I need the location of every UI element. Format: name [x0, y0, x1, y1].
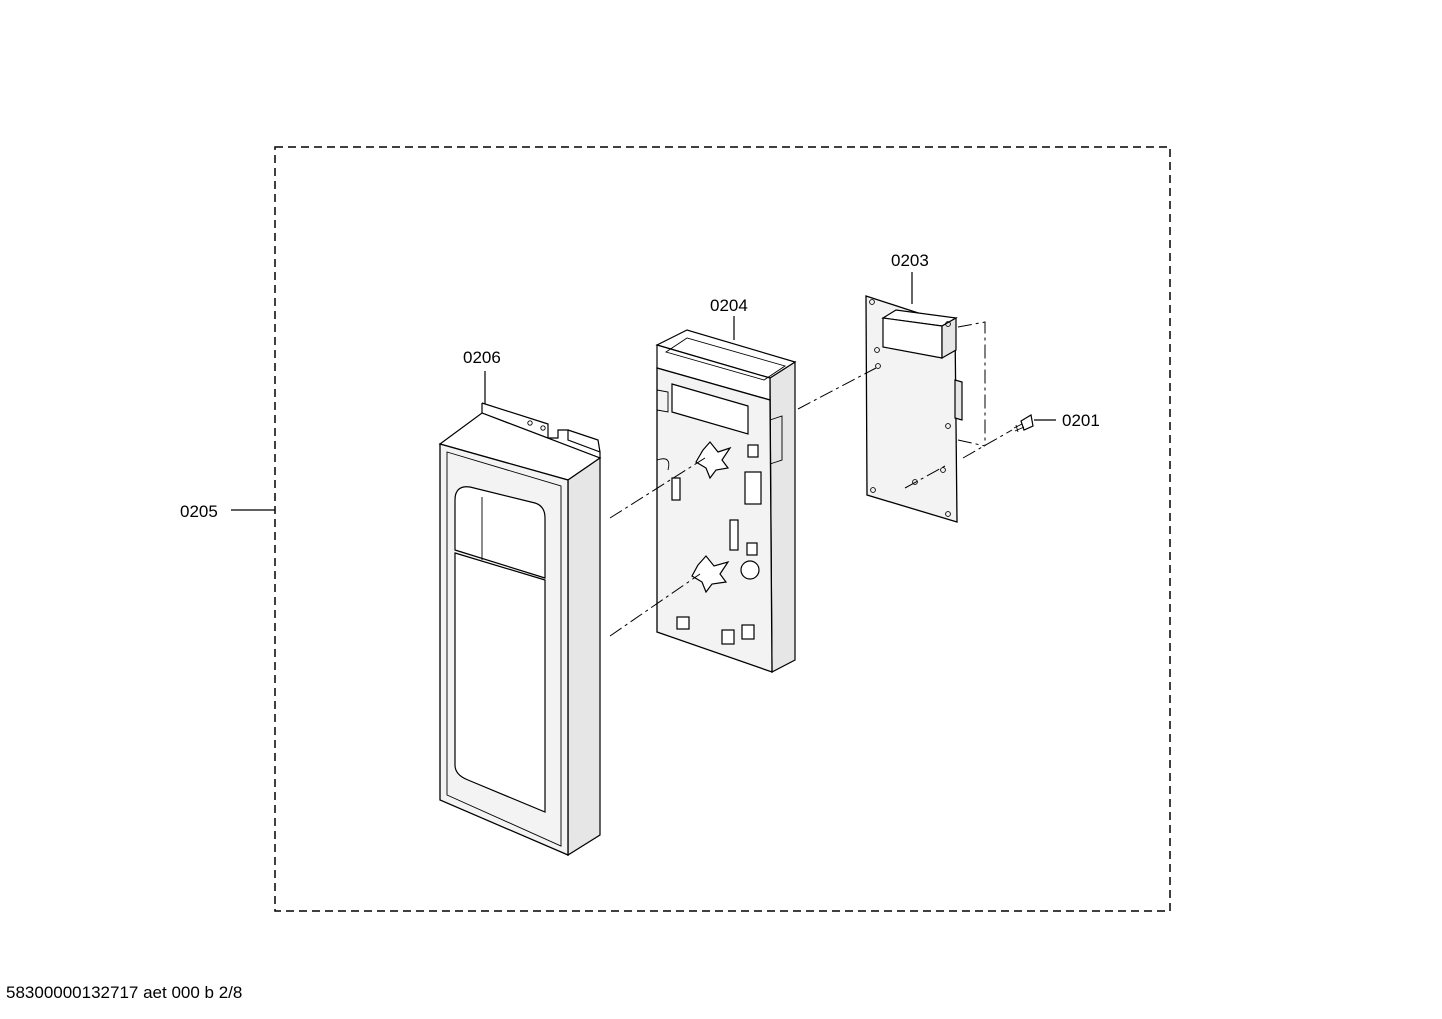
- document-id-footer: 58300000132717 aet 000 b 2/8: [6, 983, 242, 1002]
- part-0201-screw[interactable]: [1013, 414, 1034, 433]
- part-0204-control-frame[interactable]: [655, 329, 797, 673]
- part-0203-circuit-board[interactable]: [865, 295, 963, 523]
- label-0203: 0203: [891, 251, 929, 270]
- label-0201: 0201: [1062, 411, 1100, 430]
- part-0206-front-panel[interactable]: [438, 402, 602, 857]
- assembly-guides: [609, 321, 1013, 637]
- label-0206: 0206: [463, 348, 501, 367]
- leader-lines: [231, 272, 1056, 511]
- assembly-boundary-0205: [274, 146, 1171, 912]
- label-0205: 0205: [180, 502, 218, 521]
- label-0204: 0204: [710, 296, 748, 315]
